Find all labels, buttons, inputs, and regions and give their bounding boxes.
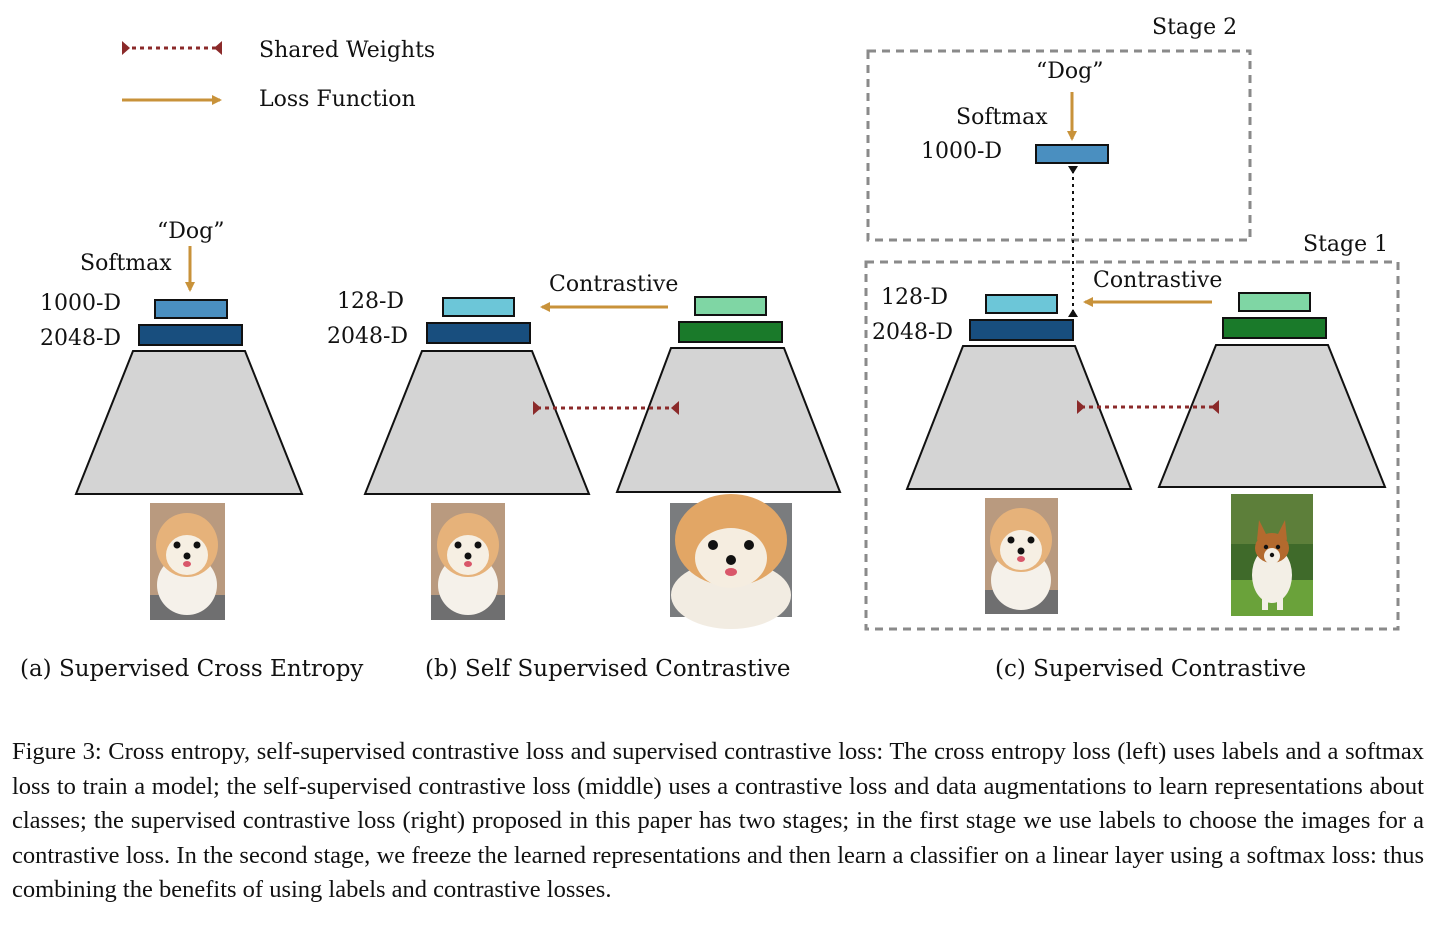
panel-c-dim-bottom-label: 2048-D (872, 320, 953, 345)
panel-c-classifier-layer (1035, 144, 1109, 164)
panel-b-right-feature (678, 321, 783, 343)
panel-c-contrastive-label: Contrastive (1093, 268, 1222, 293)
figure-caption: Figure 3: Cross entropy, self-supervised… (12, 738, 1424, 903)
panel-b-dim-bottom-label: 2048-D (327, 324, 408, 349)
panel-c-frozen-link-bottom-head (1068, 309, 1078, 317)
stage-1-box (864, 260, 1400, 631)
panel-c-dim-classifier-label: 1000-D (921, 139, 1002, 164)
panel-a-dim-top-label: 1000-D (40, 291, 121, 316)
panel-c-corgi-image (1231, 494, 1313, 616)
panel-b-left-encoder (363, 350, 591, 495)
panel-b-right-embedding (694, 296, 767, 316)
panel-a-feature-layer (138, 324, 243, 346)
panel-b-shared-weights-link (533, 401, 679, 415)
panel-c-left-embedding (985, 294, 1058, 314)
panel-c-frozen-link-top-head (1068, 166, 1078, 174)
panel-b-contrastive-label: Contrastive (549, 272, 678, 297)
panel-a-dog-image (150, 503, 225, 620)
panel-c-right-encoder (1157, 344, 1387, 488)
panel-c-left-encoder (905, 345, 1133, 490)
panel-c-right-embedding (1238, 292, 1311, 312)
panel-a-softmax-label: Softmax (80, 251, 172, 276)
panel-a-subcaption: (a) Supervised Cross Entropy (20, 656, 363, 682)
panel-c-dog-image (985, 498, 1058, 614)
panel-b-dog-image (431, 503, 505, 620)
legend-loss-function-label: Loss Function (259, 87, 416, 112)
panel-a: “Dog” Softmax 1000-D 2048-D (a) Supervis… (20, 219, 363, 682)
panel-c: Stage 2 Stage 1 “Dog” Softmax 1000-D 128… (864, 15, 1400, 682)
panel-b-dim-top-label: 128-D (337, 289, 404, 314)
panel-b-left-feature (426, 322, 531, 344)
panel-c-subcaption: (c) Supervised Contrastive (995, 656, 1306, 682)
panel-b-right-encoder (615, 347, 842, 493)
legend-shared-weights-label: Shared Weights (259, 38, 435, 63)
panel-a-dim-bottom-label: 2048-D (40, 326, 121, 351)
panel-b: 128-D 2048-D Contrastive (327, 272, 842, 682)
panel-c-dog-label: “Dog” (1036, 59, 1103, 84)
panel-c-shared-weights-link (1077, 400, 1219, 414)
panel-c-dim-top-label: 128-D (881, 285, 948, 310)
panel-b-augmented-dog-image (670, 494, 792, 629)
stage-2-box (866, 49, 1252, 242)
panel-c-right-feature (1222, 317, 1327, 339)
shared-weights-legend-icon (122, 41, 222, 55)
panel-b-left-embedding (442, 297, 515, 317)
panel-a-classifier-layer (154, 299, 228, 319)
panel-c-softmax-label: Softmax (956, 105, 1048, 130)
panel-b-subcaption: (b) Self Supervised Contrastive (425, 656, 790, 682)
stage-1-label: Stage 1 (1303, 232, 1388, 257)
panel-c-left-feature (969, 319, 1074, 341)
stage-2-label: Stage 2 (1152, 15, 1237, 40)
panel-a-dog-label: “Dog” (157, 219, 224, 244)
legend: Shared Weights Loss Function (122, 38, 435, 112)
panel-a-encoder (74, 350, 304, 495)
figure-diagram: Shared Weights Loss Function “Dog” Softm… (20, 15, 1400, 682)
